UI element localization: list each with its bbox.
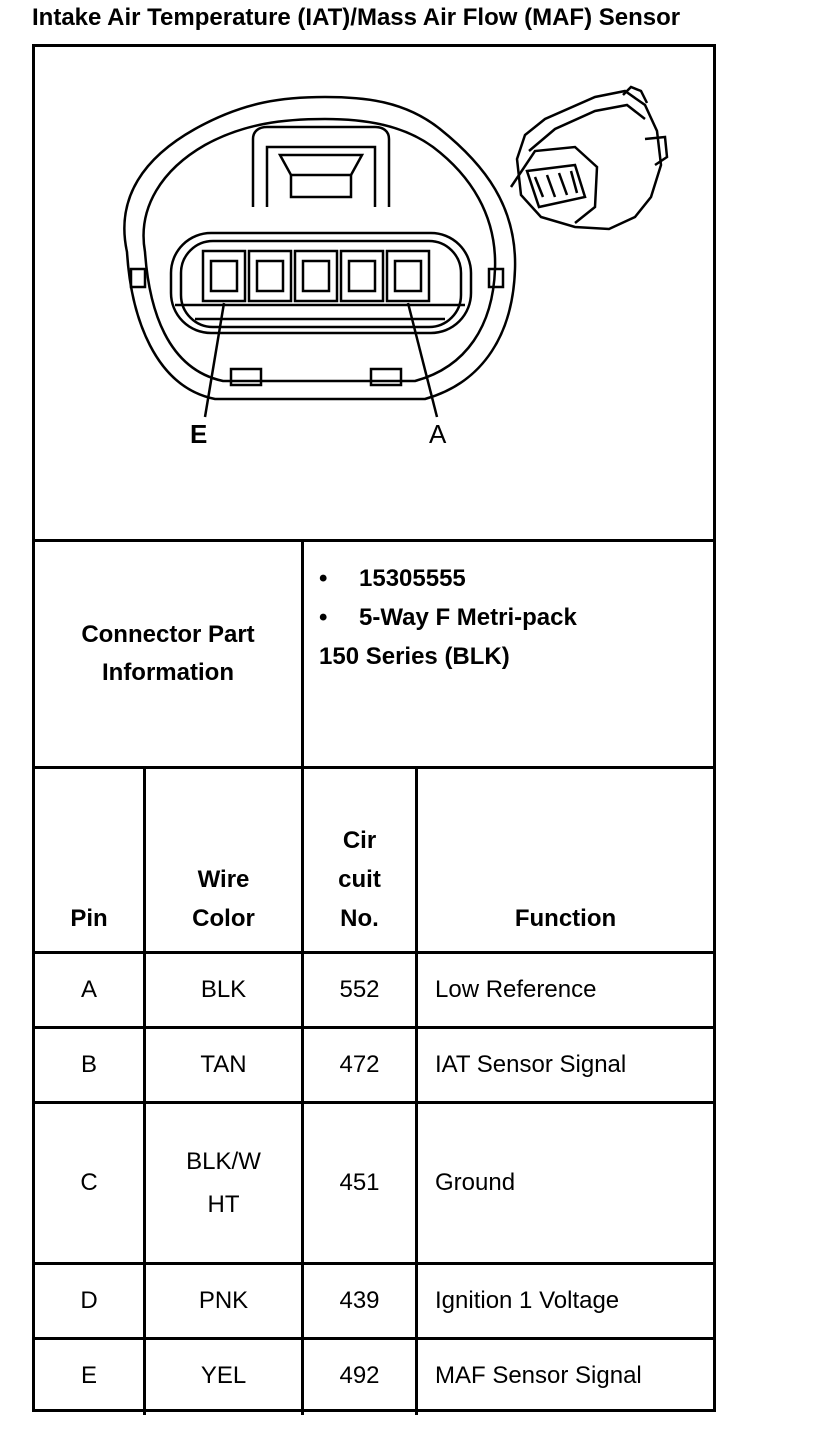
table-row-b-wire: TAN (200, 1051, 247, 1078)
connector-latch (251, 125, 391, 207)
table-row-c-wire-line1: BLK/W (186, 1148, 261, 1175)
header-circuit-line1: Cir (342, 827, 377, 854)
header-circuit-line2: cuit (338, 866, 381, 893)
table-row-c-wire-line2: HT (207, 1191, 240, 1218)
table-row-b-pin: B (80, 1051, 97, 1078)
table-row-a-wire: BLK (200, 976, 247, 1003)
connector-description: • 5-Way F Metri-pack (319, 598, 577, 637)
connector-info-list: • 15305555 • 5-Way F Metri-pack 150 Seri… (319, 559, 577, 676)
table-row-a-pin: A (80, 976, 97, 1003)
table-row-d-pin: D (80, 1287, 98, 1314)
table-row-e-wire: YEL (200, 1362, 247, 1389)
table-row-e-circuit: 492 (339, 1362, 380, 1389)
divider-header (35, 951, 713, 954)
table-row-d-function: Ignition 1 Voltage (435, 1287, 620, 1314)
bullet-icon: • (319, 565, 328, 592)
divider-info (35, 766, 713, 769)
header-wire-color-line1: Wire (197, 866, 250, 893)
part-number-text: 15305555 (359, 565, 466, 592)
header-circuit-line3: No. (340, 905, 379, 932)
bullet-icon: • (319, 604, 328, 631)
pin-cavity-housing (169, 231, 473, 335)
divider-row-c (35, 1262, 713, 1265)
connector-outer-shell (123, 95, 517, 401)
header-function-text: Function (514, 905, 617, 932)
divider-row-d (35, 1337, 713, 1340)
description-line1-text: 5-Way F Metri-pack (359, 604, 577, 631)
table-row-d-wire: PNK (198, 1287, 249, 1314)
connector-face-illustration (123, 85, 669, 418)
table-row-a-function: Low Reference (435, 976, 597, 1003)
table-row-c-wire: BLK/W HT (146, 1104, 301, 1262)
leader-line-e (203, 302, 226, 418)
connector-info-label: Connector Part Information (35, 542, 301, 766)
divider-info-vertical (301, 542, 304, 766)
header-circuit-no: Cir cuit No. (304, 821, 415, 938)
header-function: Function (418, 899, 713, 938)
table-row-a-circuit: 552 (339, 976, 380, 1003)
header-wire-color: Wire Color (146, 860, 301, 938)
divider-col-1 (143, 769, 146, 1415)
table-row-b-circuit: 472 (339, 1051, 380, 1078)
divider-diagram (35, 539, 713, 542)
connector-table-frame: E A Connector Part Information • 1530555… (32, 44, 716, 1415)
divider-row-a (35, 1026, 713, 1029)
pin-label-a: A (429, 419, 447, 449)
header-wire-color-line2: Color (192, 905, 255, 932)
table-row-c-function: Ground (435, 1169, 516, 1196)
divider-col-3 (415, 769, 418, 1415)
connector-info-label-line2: Information (101, 659, 234, 686)
table-row-c-circuit: 451 (339, 1169, 380, 1196)
divider-row-b (35, 1101, 713, 1104)
table-row-b-function: IAT Sensor Signal (435, 1051, 627, 1078)
connector-diagram: E A (35, 47, 713, 539)
description-line2-text: 150 Series (BLK) (319, 643, 510, 670)
page-title: Intake Air Temperature (IAT)/Mass Air Fl… (32, 4, 681, 31)
table-row-e-function: MAF Sensor Signal (435, 1362, 642, 1389)
connector-info-label-line1: Connector Part (81, 621, 255, 648)
pin-label-e: E (190, 419, 208, 449)
connector-part-number: • 15305555 (319, 559, 577, 598)
connector-inner-shell (142, 117, 497, 383)
connector-isometric-view (509, 85, 669, 231)
table-row-e-pin: E (80, 1362, 97, 1389)
table-row-c-pin: C (80, 1169, 98, 1196)
header-pin-text: Pin (70, 905, 108, 932)
leader-line-a (406, 302, 439, 418)
header-pin: Pin (35, 899, 143, 938)
divider-col-2 (301, 769, 304, 1415)
table-row-d-circuit: 439 (339, 1287, 380, 1314)
